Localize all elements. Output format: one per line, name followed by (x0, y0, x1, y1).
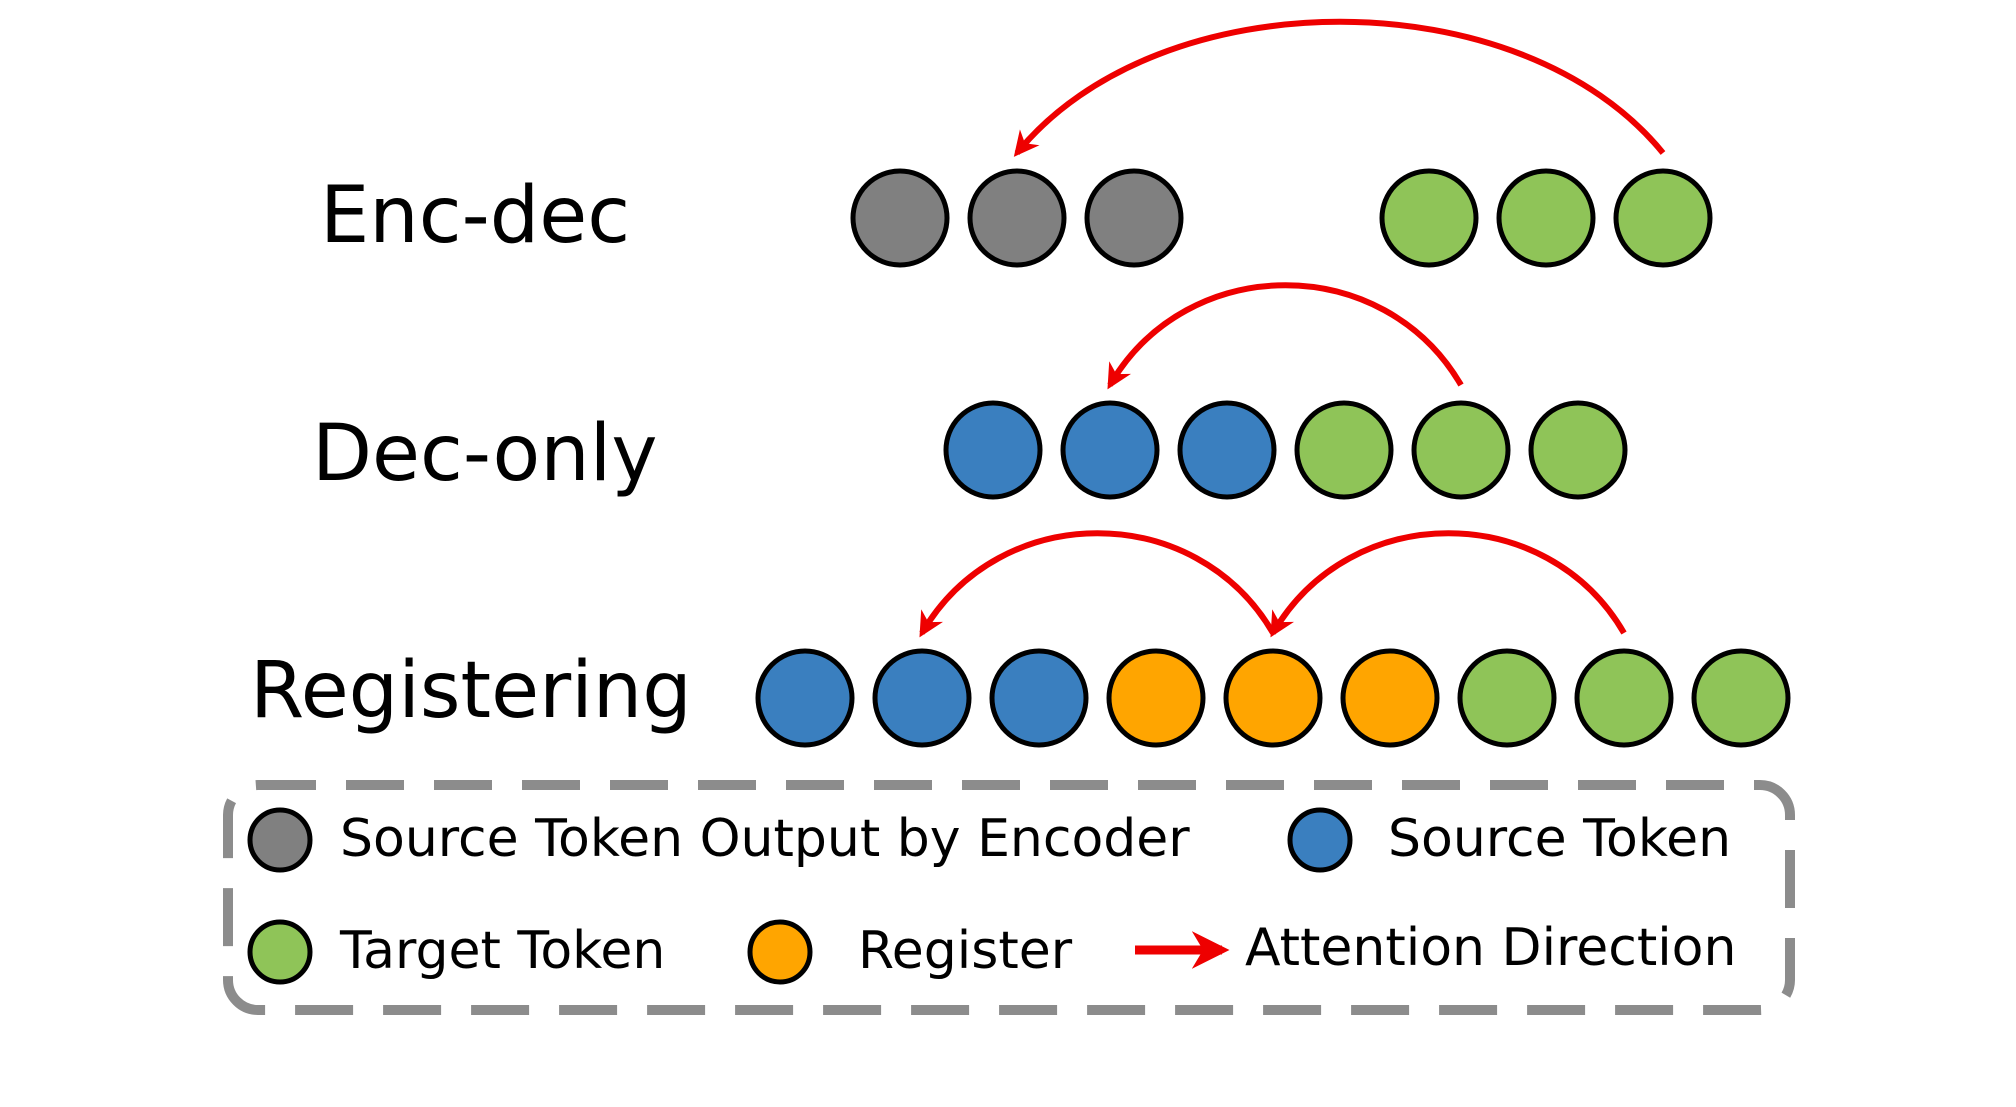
row-label-enc-dec: Enc-dec (320, 171, 631, 261)
token-register-r3-4 (1106, 648, 1206, 748)
legend-label-target: Target Token (340, 921, 666, 981)
attention-arrow-r1-1 (1013, 18, 1666, 157)
token-source-r2-2 (1060, 400, 1160, 500)
legend-label-register: Register (858, 921, 1073, 981)
token-source-r3-1 (755, 648, 855, 748)
attention-arrow-r2-1 (1107, 282, 1464, 390)
legend-encoder-source-swatch (247, 807, 313, 873)
token-target-r2-6 (1528, 400, 1628, 500)
token-encoder-source-r1-3 (1084, 168, 1184, 268)
token-target-r2-4 (1294, 400, 1394, 500)
legend-label-encoder-source: Source Token Output by Encoder (340, 809, 1190, 869)
legend-label-arrow: Attention Direction (1245, 918, 1737, 978)
token-register-r3-5 (1223, 648, 1323, 748)
token-target-r1-6 (1496, 168, 1596, 268)
legend-label-source: Source Token (1388, 809, 1732, 869)
token-source-r3-2 (872, 648, 972, 748)
token-source-r2-1 (943, 400, 1043, 500)
token-target-r3-8 (1574, 648, 1674, 748)
arrows-layer (919, 18, 1666, 638)
token-source-r2-3 (1177, 400, 1277, 500)
token-target-r3-7 (1457, 648, 1557, 748)
row-label-dec-only: Dec-only (312, 409, 658, 499)
token-target-r3-9 (1691, 648, 1791, 748)
legend-box (223, 780, 1795, 1015)
attention-arrow-r3-2 (1270, 530, 1627, 638)
legend-target-swatch (247, 919, 313, 985)
token-source-r3-3 (989, 648, 1089, 748)
legend-register-swatch (747, 919, 813, 985)
legend-source-swatch (1287, 807, 1353, 873)
token-encoder-source-r1-2 (967, 168, 1067, 268)
token-register-r3-6 (1340, 648, 1440, 748)
token-target-r2-5 (1411, 400, 1511, 500)
attention-arrow-r3-1 (919, 530, 1276, 638)
token-encoder-source-r1-1 (850, 168, 950, 268)
token-target-r1-5 (1379, 168, 1479, 268)
row-label-registering: Registering (250, 646, 692, 736)
token-target-r1-7 (1613, 168, 1713, 268)
rows-layer (755, 168, 1791, 748)
